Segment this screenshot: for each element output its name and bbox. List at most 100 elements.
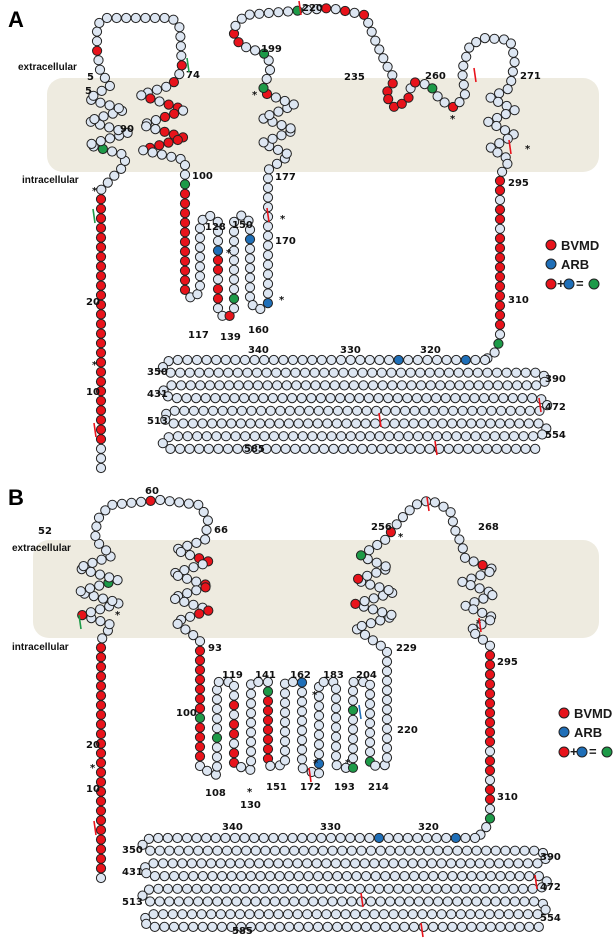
residue [95,213,107,224]
mutation-tick [508,139,512,155]
residue [148,909,159,920]
residue [130,12,141,24]
residue [342,405,353,416]
residue [184,443,195,454]
residue [95,424,107,435]
residue [198,405,209,416]
residue [216,418,227,429]
residue [405,443,416,454]
residue [296,744,308,755]
residue [230,883,241,894]
residue [182,431,193,442]
residue [212,264,224,275]
residue-number: 271 [520,71,541,82]
residue [220,431,232,442]
residue [476,405,487,416]
residue [95,376,107,387]
residue [335,354,347,366]
residue [212,293,224,304]
residue [414,443,426,454]
residue [109,170,120,181]
residue [369,909,380,920]
residue [505,871,516,882]
residue [368,380,379,391]
residue [509,57,520,68]
residue [212,845,223,856]
bvmd-swatch [558,746,570,758]
residue [179,198,191,209]
residue [194,693,206,704]
residue [194,655,206,666]
residue [138,145,149,156]
residue [185,611,196,622]
residue [413,845,425,856]
residue [236,210,247,221]
residue [450,525,461,536]
residue [136,496,147,507]
residue [249,431,260,442]
residue [191,537,202,549]
residue [359,909,370,920]
residue [94,580,105,591]
residue [233,380,244,391]
residue [471,845,482,856]
residue [95,815,107,826]
residue [90,530,101,542]
residue [277,832,289,844]
residue [380,405,391,416]
residue [116,163,127,174]
residue [140,12,151,24]
residue [212,245,224,256]
residue [464,42,475,53]
residue [437,921,448,933]
residue [374,354,385,366]
mutation-tick [360,892,364,908]
residue [194,684,206,695]
residue [350,909,361,920]
residue [91,26,103,37]
residue [429,497,440,508]
residue [96,85,107,97]
residue [264,110,275,121]
residue [272,380,283,391]
residue [441,832,452,844]
residue [383,585,394,596]
residue [393,431,404,442]
residue [215,858,226,869]
mutation-tick [426,496,430,512]
residue [321,909,332,920]
residue [172,832,183,844]
residue [179,188,191,199]
residue [325,393,336,404]
residue [364,431,376,442]
residue [438,501,449,512]
residue [104,100,115,111]
residue [78,561,89,572]
residue [217,405,228,416]
residue [497,166,508,177]
residue [350,858,361,869]
residue [364,737,376,748]
residue [87,557,98,569]
residue [359,596,370,607]
residue [370,418,381,429]
residue [193,896,204,907]
residue-number: 160 [248,325,269,336]
residue [364,708,376,719]
residue [389,418,400,429]
residue [474,909,486,920]
residue [207,418,218,429]
residue-number: 74 [186,70,200,81]
residue [179,217,191,228]
residue-number: 162 [290,670,311,681]
residue [374,431,385,442]
residue [475,570,486,581]
residue [471,896,482,907]
residue [364,545,375,556]
residue [490,845,501,856]
residue [508,883,519,894]
residue [239,883,250,894]
residue [221,896,232,907]
residue [330,909,342,920]
residue [381,714,393,725]
